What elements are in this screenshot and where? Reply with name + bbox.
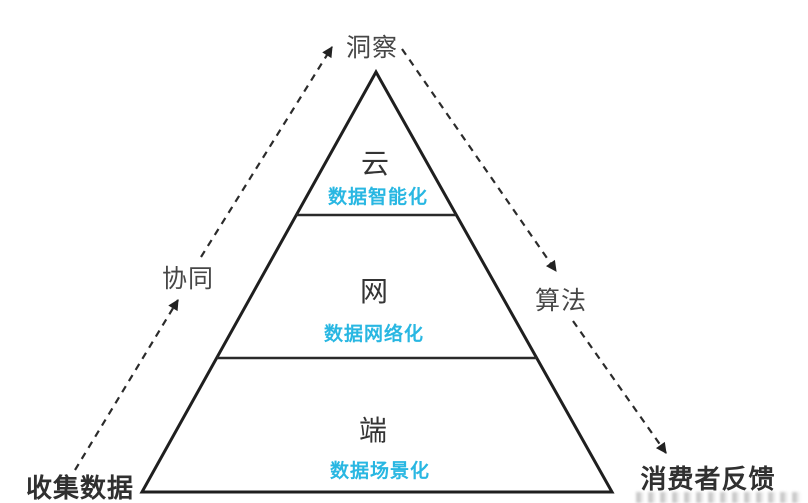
apex-label: 洞察 <box>346 33 398 62</box>
arrow-collect-to-collaboration <box>74 299 179 471</box>
left-mid-label: 协同 <box>162 264 214 293</box>
level-cloud-label: 云 <box>361 147 391 180</box>
level-net-label: 网 <box>360 275 390 308</box>
right-mid-label: 算法 <box>535 286 587 315</box>
bottom-left-label: 收集数据 <box>26 473 134 503</box>
watermark-illegible <box>636 492 804 503</box>
arrow-insight-to-algorithm <box>401 48 557 272</box>
level-device-caption: 数据场景化 <box>330 459 430 482</box>
level-device-label: 端 <box>359 414 389 447</box>
arrow-collaboration-to-insight <box>200 46 333 258</box>
bottom-right-label: 消费者反馈 <box>640 465 775 495</box>
level-net-caption: 数据网络化 <box>324 322 424 345</box>
pyramid-outline <box>139 68 615 494</box>
arrow-algorithm-to-feedback <box>572 320 667 454</box>
level-cloud-caption: 数据智能化 <box>328 185 428 208</box>
